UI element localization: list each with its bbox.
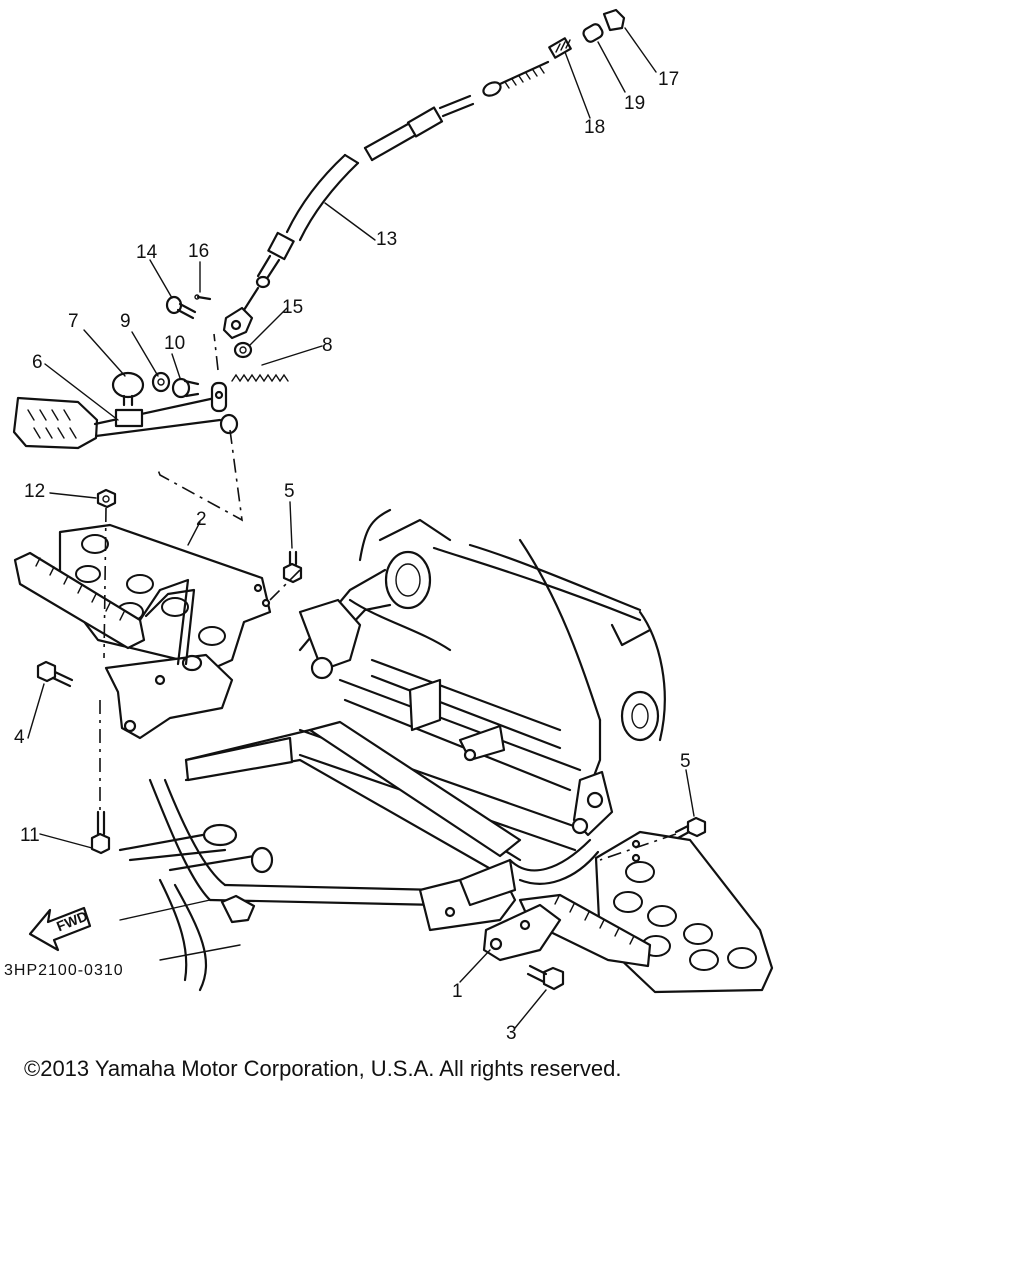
frame [118,508,666,992]
callout-4: 4 [14,727,25,748]
callout-8: 8 [322,335,333,356]
brake-cable [242,8,626,312]
callout-2: 2 [196,509,207,530]
callout-10: 10 [164,333,186,354]
callout-16: 16 [188,241,210,262]
callout-7: 7 [68,311,79,332]
callout-19: 19 [624,93,646,114]
callout-14: 14 [136,242,158,263]
callout-1: 1 [452,981,463,1002]
callout-3: 3 [506,1023,517,1044]
callout-5-left: 5 [284,481,295,502]
callout-6: 6 [32,352,43,373]
left-footrest [13,488,303,855]
callout-12: 12 [24,481,46,502]
callout-15: 15 [282,297,304,318]
callout-11: 11 [20,825,40,846]
brake-pedal [12,381,239,450]
callout-13: 13 [376,229,398,250]
copyright-notice: ©2013 Yamaha Motor Corporation, U.S.A. A… [24,1056,622,1081]
callout-9: 9 [120,311,131,332]
callout-5-right: 5 [680,751,691,772]
right-footrest [482,816,774,994]
small-hardware [111,294,289,407]
fwd-arrow-icon [28,906,92,952]
callout-18: 18 [584,117,606,138]
assembly-lines [99,333,301,810]
drawing-code: 3HP2100-0310 [4,962,124,979]
callout-17: 17 [658,69,680,90]
callout-leaders [27,27,695,1029]
